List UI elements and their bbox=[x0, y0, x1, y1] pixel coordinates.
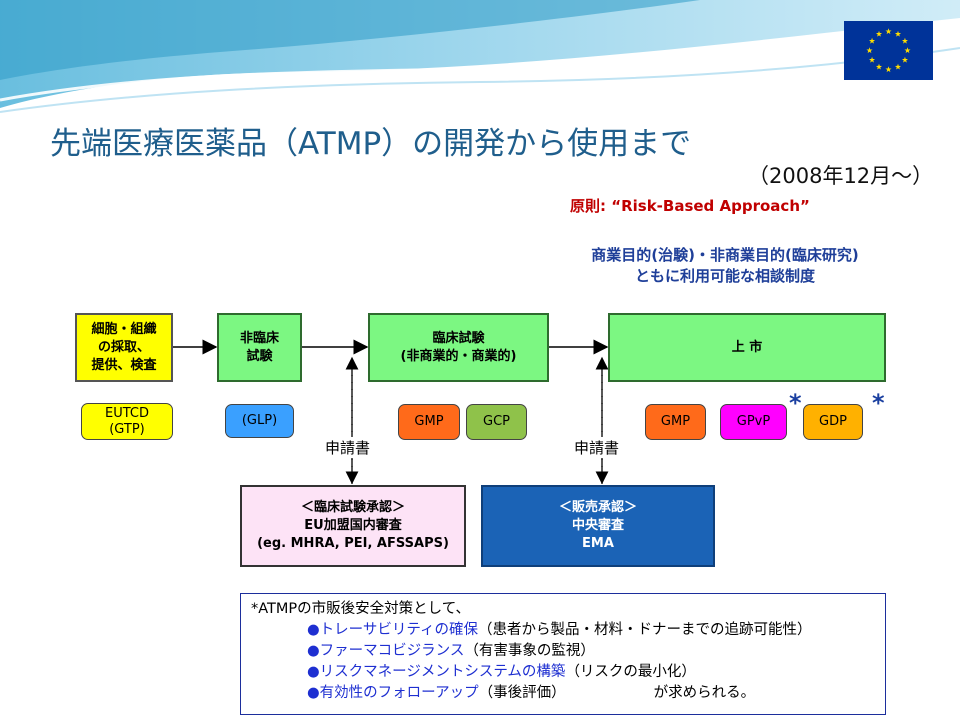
eu-star-icon bbox=[904, 47, 911, 54]
stage-label: 上 市 bbox=[731, 339, 763, 355]
note-item-detail: （事後評価） bbox=[478, 685, 566, 701]
note-item-label: ファーマコビジランス bbox=[319, 643, 465, 659]
eu-star-icon bbox=[869, 37, 876, 44]
clinical-trial-approval: ＜臨床試験承認＞ EU加盟国内審査 (eg. MHRA, PEI, AFSSAP… bbox=[240, 485, 466, 567]
approval-line: (eg. MHRA, PEI, AFSSAPS) bbox=[257, 536, 449, 551]
stage-label: 提供、検査 bbox=[91, 357, 157, 373]
standard-label: (GLP) bbox=[241, 413, 278, 428]
eu-flag-icon bbox=[844, 21, 933, 80]
principle-label: 原則: “Risk-Based Approach” bbox=[570, 197, 810, 215]
approval-line: EMA bbox=[582, 536, 614, 551]
stage-label: 非臨床 bbox=[239, 330, 279, 346]
note-item-detail: （有害事象の監視） bbox=[464, 643, 595, 659]
note-item-label: 有効性のフォローアップ bbox=[319, 685, 479, 701]
eu-star-icon bbox=[885, 66, 892, 73]
note-item-label: リスクマネージメントシステムの構築 bbox=[319, 664, 566, 680]
eu-star-icon bbox=[866, 47, 873, 54]
note-item: ●有効性のフォローアップ（事後評価） が求められる。 bbox=[251, 683, 875, 704]
note-item-label: トレーサビリティの確保 bbox=[319, 622, 478, 638]
eu-star-icon bbox=[869, 56, 876, 63]
eu-star-icon bbox=[894, 63, 902, 70]
stage-label: (非商業的・商業的) bbox=[400, 348, 517, 364]
asterisk-mark: * bbox=[872, 389, 885, 417]
note-conclusion: が求められる。 bbox=[653, 685, 756, 701]
bullet-icon: ● bbox=[307, 643, 320, 659]
approval-line: EU加盟国内審査 bbox=[304, 518, 402, 533]
eu-star-icon bbox=[894, 30, 902, 37]
note-item: ●リスクマネージメントシステムの構築（リスクの最小化） bbox=[251, 662, 875, 683]
stage-nonclinical: 非臨床 試験 bbox=[217, 313, 302, 382]
application-label: 申請書 bbox=[325, 437, 371, 458]
standard-label: EUTCD bbox=[105, 405, 149, 421]
note-item-detail: （患者から製品・材料・ドナーまでの追跡可能性） bbox=[478, 622, 812, 638]
post-market-safety-note: *ATMPの市販後安全対策として、 ●トレーサビリティの確保（患者から製品・材料… bbox=[240, 593, 886, 715]
approval-line: ＜臨床試験承認＞ bbox=[300, 500, 405, 515]
standard-label: GCP bbox=[483, 414, 510, 429]
stage-label: 試験 bbox=[246, 348, 273, 364]
asterisk-mark: * bbox=[789, 389, 802, 417]
consultation-note: 商業目的(治験)・非商業目的(臨床研究) ともに利用可能な相談制度 bbox=[540, 245, 910, 287]
eu-star-icon bbox=[875, 63, 883, 70]
header-wave-decoration bbox=[0, 0, 960, 113]
eu-star-icon bbox=[901, 37, 908, 44]
bullet-icon: ● bbox=[307, 664, 320, 680]
stage-clinical-trial: 臨床試験 (非商業的・商業的) bbox=[368, 313, 549, 382]
stage-market: 上 市 bbox=[608, 313, 886, 382]
standard-glp: (GLP) bbox=[225, 404, 294, 438]
marketing-approval: ＜販売承認＞ 中央審査 EMA bbox=[481, 485, 715, 567]
standard-eutcd: EUTCD (GTP) bbox=[81, 403, 173, 440]
note-item-detail: （リスクの最小化） bbox=[565, 664, 696, 680]
stage-cell-tissue: 細胞・組織 の採取、 提供、検査 bbox=[75, 313, 173, 382]
note-item: ●ファーマコビジランス（有害事象の監視） bbox=[251, 641, 875, 662]
standard-gpvp: GPvP bbox=[720, 404, 787, 440]
eu-star-icon bbox=[885, 28, 892, 35]
approval-line: 中央審査 bbox=[571, 518, 624, 533]
eu-star-icon bbox=[901, 56, 908, 63]
standard-label: (GTP) bbox=[109, 421, 145, 437]
stage-label: 臨床試験 bbox=[432, 330, 485, 346]
standard-label: GDP bbox=[819, 414, 847, 429]
standard-label: GMP bbox=[414, 414, 444, 429]
approval-line: ＜販売承認＞ bbox=[558, 500, 637, 515]
page-title: 先端医療医薬品（ATMP）の開発から使用まで bbox=[50, 126, 692, 162]
application-label: 申請書 bbox=[574, 437, 620, 458]
standard-gcp: GCP bbox=[466, 404, 527, 440]
consultation-line: 商業目的(治験)・非商業目的(臨床研究) bbox=[591, 246, 859, 264]
bullet-icon: ● bbox=[307, 685, 320, 701]
standard-label: GPvP bbox=[736, 414, 771, 429]
standard-label: GMP bbox=[660, 414, 691, 429]
standard-gdp: GDP bbox=[803, 404, 863, 440]
stage-label: 細胞・組織 bbox=[91, 321, 157, 337]
note-intro: *ATMPの市販後安全対策として、 bbox=[251, 601, 470, 617]
stage-label: の採取、 bbox=[97, 339, 150, 355]
standard-gmp-clinical: GMP bbox=[398, 404, 460, 440]
period-subtitle: （2008年12月～） bbox=[748, 164, 934, 188]
bullet-icon: ● bbox=[307, 622, 320, 638]
note-item: ●トレーサビリティの確保（患者から製品・材料・ドナーまでの追跡可能性） bbox=[251, 620, 875, 641]
eu-star-icon bbox=[875, 30, 883, 37]
standard-gmp-market: GMP bbox=[645, 404, 706, 440]
consultation-line: ともに利用可能な相談制度 bbox=[634, 267, 815, 285]
